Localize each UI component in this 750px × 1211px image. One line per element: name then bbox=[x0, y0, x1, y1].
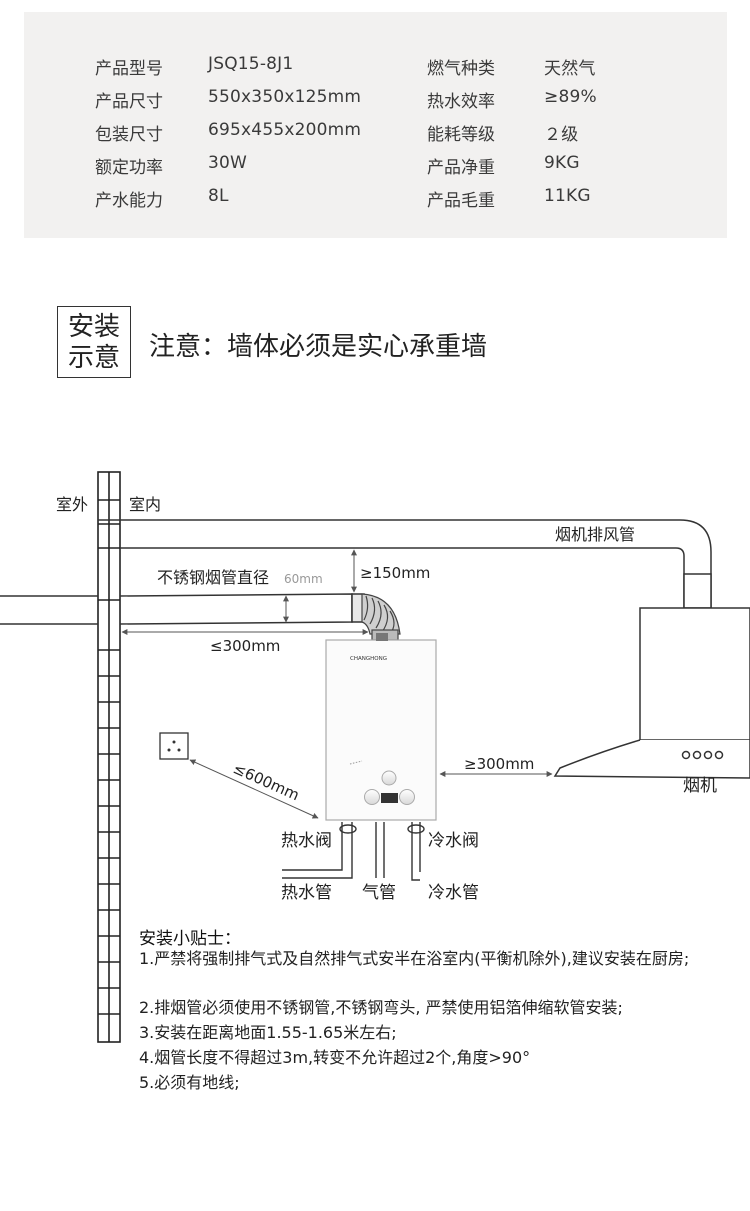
dim-300-hood-label: ≥300mm bbox=[464, 755, 534, 773]
tip-item: 3.安装在距离地面1.55-1.65米左右; bbox=[139, 1023, 397, 1042]
install-badge-line1: 安装 bbox=[67, 312, 120, 342]
spec-value: 550x350x125mm bbox=[208, 87, 362, 107]
brick-wall bbox=[97, 471, 121, 1043]
tips-title: 安装小贴士： bbox=[139, 929, 241, 949]
spec-value: 天然气 bbox=[544, 59, 596, 79]
wall-notice: 注意：墙体必须是实心承重墙 bbox=[149, 332, 488, 362]
spec-value: ２级 bbox=[544, 125, 579, 145]
flue-pipe-label: 不锈钢烟管直径 bbox=[157, 568, 269, 587]
hood-duct bbox=[98, 519, 712, 609]
cold-valve-icon bbox=[407, 824, 425, 834]
cold-knob-icon bbox=[399, 789, 415, 805]
cold-valve-label: 冷水阀 bbox=[428, 831, 479, 851]
spec-value: JSQ15-8J1 bbox=[208, 54, 294, 74]
spec-label: 产水能力 bbox=[95, 191, 163, 211]
outdoor-label: 室外 bbox=[56, 495, 88, 514]
hot-pipe-label: 热水管 bbox=[281, 883, 332, 903]
spec-value: 9KG bbox=[544, 153, 580, 173]
flue-diameter-label: 60mm bbox=[284, 572, 323, 586]
gas-pipe-label: 气管 bbox=[362, 883, 396, 903]
spec-value: 8L bbox=[208, 186, 229, 206]
hood-duct-label: 烟机排风管 bbox=[555, 525, 635, 544]
spec-label: 产品毛重 bbox=[427, 191, 495, 211]
spec-label: 产品尺寸 bbox=[95, 92, 163, 112]
dim-600-line bbox=[189, 759, 319, 819]
spec-label: 热水效率 bbox=[427, 92, 495, 112]
water-heater: CHANGHONG bbox=[325, 633, 437, 821]
spec-label: 燃气种类 bbox=[427, 59, 495, 79]
water-pipes bbox=[282, 822, 425, 881]
hot-knob-icon bbox=[364, 789, 380, 805]
hot-valve-label: 热水阀 bbox=[281, 831, 332, 851]
dim-150-label: ≥150mm bbox=[360, 564, 430, 582]
dim-300-wall-label: ≤300mm bbox=[210, 637, 280, 655]
range-hood bbox=[553, 607, 750, 779]
cold-pipe-label: 冷水管 bbox=[428, 883, 479, 903]
tip-item: 1.严禁将强制排气式及自然排气式安半在浴室内(平衡机除外),建议安装在厨房; bbox=[139, 949, 690, 968]
flue-pipe bbox=[0, 593, 365, 625]
tip-item: 2.排烟管必须使用不锈钢管,不锈钢弯头, 严禁使用铝箔伸缩软管安装; bbox=[139, 998, 623, 1017]
spec-value: 30W bbox=[208, 153, 248, 173]
dim-600-label: ≤600mm bbox=[230, 759, 302, 804]
brand-logo: CHANGHONG bbox=[350, 656, 387, 662]
install-badge: 安装 示意 bbox=[57, 306, 131, 378]
tip-item: 5.必须有地线; bbox=[139, 1073, 240, 1092]
spec-label: 包装尺寸 bbox=[95, 125, 163, 145]
spec-value: ≥89% bbox=[544, 87, 597, 107]
spec-label: 产品型号 bbox=[95, 59, 163, 79]
spec-label: 能耗等级 bbox=[427, 125, 495, 145]
display-screen bbox=[381, 793, 398, 803]
range-hood-label: 烟机 bbox=[683, 776, 717, 796]
indoor-label: 室内 bbox=[129, 495, 161, 514]
install-badge-line2: 示意 bbox=[67, 343, 120, 373]
hot-valve-icon bbox=[339, 824, 357, 834]
spec-label: 额定功率 bbox=[95, 158, 163, 178]
spec-value: 11KG bbox=[544, 186, 591, 206]
tip-item: 4.烟管长度不得超过3m,转变不允许超过2个,角度>90° bbox=[139, 1048, 531, 1067]
power-socket-icon bbox=[159, 732, 189, 760]
spec-label: 产品净重 bbox=[427, 158, 495, 178]
gas-knob-icon bbox=[381, 770, 397, 786]
spec-panel: 产品型号 JSQ15-8J1 产品尺寸 550x350x125mm 包装尺寸 6… bbox=[24, 12, 727, 238]
spec-value: 695x455x200mm bbox=[208, 120, 362, 140]
